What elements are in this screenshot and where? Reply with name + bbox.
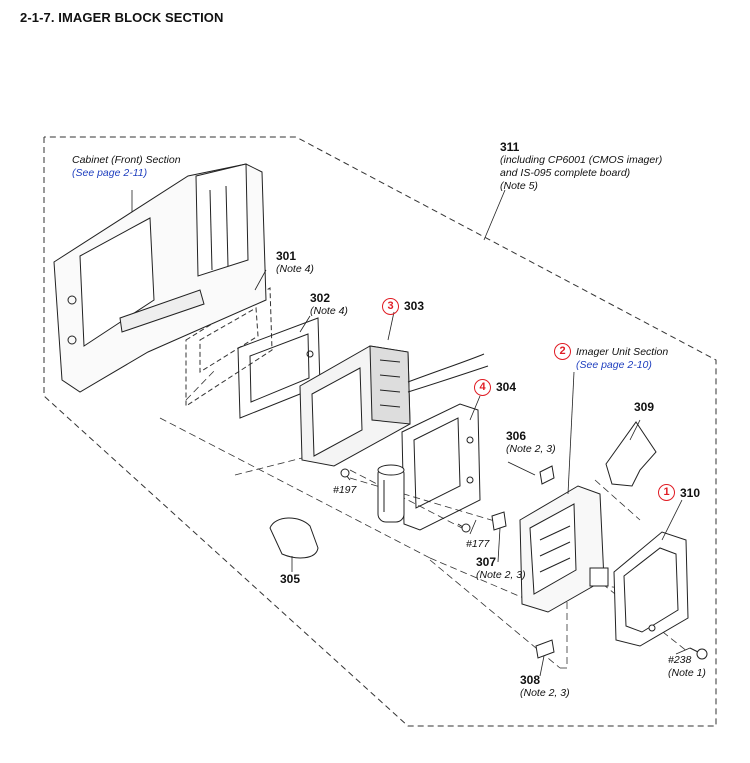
cabinet-section-title: Cabinet (Front) Section <box>72 154 181 166</box>
part-304-badge: 4 <box>474 379 491 396</box>
part-307-number: 307 <box>476 555 497 569</box>
part-310-number: 310 <box>680 486 701 500</box>
screw-177-icon <box>457 523 471 533</box>
imager-unit-link[interactable]: (See page 2-10) <box>576 359 652 371</box>
part-302-number: 302 <box>310 291 331 305</box>
cabinet-section-link[interactable]: (See page 2-11) <box>72 167 148 179</box>
part-308-number: 308 <box>520 673 541 687</box>
part-301-note: (Note 4) <box>276 263 314 275</box>
cabinet-section-label: Cabinet (Front) Section (See page 2-11) <box>72 154 181 180</box>
screw-197-label: #197 <box>333 484 357 496</box>
part-301-number: 301 <box>276 249 297 263</box>
part-311-line1: (including CP6001 (CMOS imager) <box>500 154 663 166</box>
part-302-note: (Note 4) <box>310 305 348 317</box>
part-311-line2: and IS-095 complete board) <box>500 167 631 179</box>
part-308 <box>535 639 555 659</box>
part-304-bracket <box>401 403 481 531</box>
part-307-callout: 307 (Note 2, 3) <box>476 556 526 582</box>
leader-lines <box>131 189 691 677</box>
screw-238-label: #238 <box>668 654 692 666</box>
part-310-badge: 1 <box>658 484 675 501</box>
part-311-note: (Note 5) <box>500 180 538 192</box>
screw-238-icon <box>689 647 708 660</box>
part-304-number: 304 <box>496 380 517 394</box>
imager-unit-badge: 2 <box>554 343 571 360</box>
cabinet-front-frame <box>53 163 267 393</box>
screw-238-callout: #238 (Note 1) <box>668 654 706 680</box>
imager-unit-title: Imager Unit Section <box>576 346 669 358</box>
part-307-note: (Note 2, 3) <box>476 569 526 581</box>
screw-177-label: #177 <box>466 538 490 550</box>
part-309-sheet <box>605 421 657 487</box>
part-303-badge: 3 <box>382 298 399 315</box>
part-311-number: 311 <box>500 140 520 154</box>
imager-unit-callout: 2 Imager Unit Section (See page 2-10) <box>554 343 668 372</box>
part-301-callout: 301 (Note 4) <box>276 250 314 276</box>
part-306 <box>539 465 555 485</box>
guide-lines <box>159 369 689 669</box>
part-308-note: (Note 2, 3) <box>520 687 570 699</box>
section-title: 2-1-7. IMAGER BLOCK SECTION <box>20 10 224 25</box>
small-brackets <box>491 465 555 659</box>
part-311-callout: 311 (including CP6001 (CMOS imager) and … <box>500 141 662 193</box>
part-305-number: 305 <box>280 572 301 586</box>
part-302-callout: 302 (Note 4) <box>310 292 348 318</box>
part-306-number: 306 <box>506 429 527 443</box>
part-308-callout: 308 (Note 2, 3) <box>520 674 570 700</box>
part-305-flex <box>269 517 319 559</box>
part-303-number: 303 <box>404 299 425 313</box>
part-303-board <box>299 345 489 467</box>
part-310-plate <box>613 531 689 647</box>
imager-unit-assembly <box>519 485 609 613</box>
part-309-number: 309 <box>634 400 655 414</box>
connector-block <box>377 464 405 523</box>
part-307 <box>491 511 507 531</box>
part-306-note: (Note 2, 3) <box>506 443 556 455</box>
screw-197-icon <box>340 468 351 481</box>
screw-238-note: (Note 1) <box>668 667 706 679</box>
part-306-callout: 306 (Note 2, 3) <box>506 430 556 456</box>
